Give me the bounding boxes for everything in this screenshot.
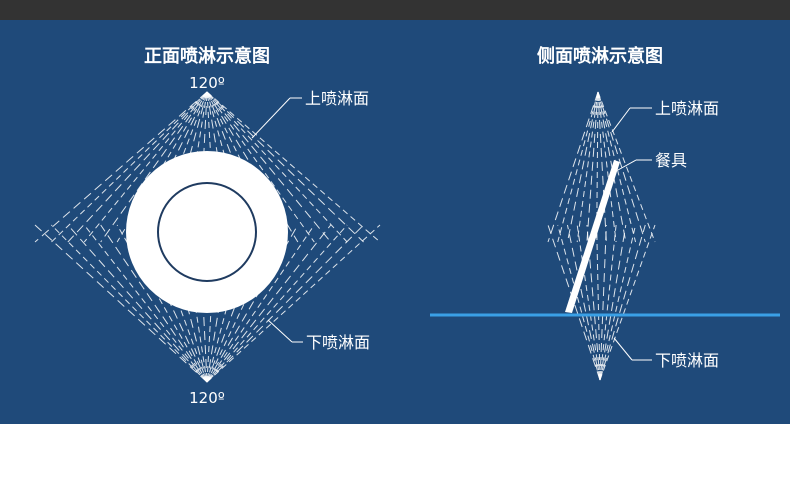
side-lower-spray-fan [547, 224, 656, 381]
spray-line [597, 91, 646, 243]
spray-line [597, 91, 607, 243]
front-lower-leader-line [267, 319, 293, 343]
spray-line [51, 91, 208, 243]
spray-line [586, 91, 599, 243]
spray-line [206, 91, 348, 243]
spray-line [206, 91, 332, 243]
front-upper-leader-line [251, 97, 291, 139]
spray-line [206, 91, 250, 243]
side-lower-leader-line [613, 337, 633, 361]
spray-line [599, 224, 646, 381]
front-bottom-angle-label: 120º [189, 389, 225, 407]
front-view: 正面喷淋示意图 120º 上喷淋面 下喷淋面 120º [34, 45, 381, 407]
diagram-panel: 正面喷淋示意图 120º 上喷淋面 下喷淋面 120º 侧面喷淋示意图 上喷淋面 [0, 20, 790, 424]
spray-line [547, 91, 599, 243]
spray-line [100, 224, 208, 383]
spray-line [599, 224, 656, 381]
spray-line [83, 91, 208, 243]
side-upper-spray-label: 上喷淋面 [655, 99, 719, 118]
tableware-leader-line [617, 159, 637, 171]
spray-line [67, 91, 208, 243]
spray-line [206, 224, 332, 383]
spray-line [599, 224, 627, 381]
spray-line [599, 224, 637, 381]
side-upper-leader-line [611, 107, 631, 133]
spray-line [34, 224, 208, 383]
side-view: 侧面喷淋示意图 上喷淋面 餐具 下喷淋面 [430, 45, 780, 381]
spray-line [557, 91, 599, 243]
spray-line [206, 224, 315, 383]
spray-line [596, 224, 601, 381]
spray-line [597, 91, 656, 243]
spray-line [51, 224, 208, 383]
spray-line [206, 91, 364, 243]
side-lower-spray-label: 下喷淋面 [655, 351, 719, 370]
front-top-angle-label: 120º [189, 74, 225, 92]
spray-line [206, 224, 381, 383]
spray-line [34, 91, 208, 243]
tableware-plate-edge [565, 160, 620, 313]
spray-line [83, 224, 208, 383]
spray-line [557, 224, 601, 381]
front-view-title: 正面喷淋示意图 [144, 45, 270, 67]
spray-line [597, 91, 617, 243]
top-dark-bar [0, 0, 790, 20]
side-upper-spray-fan [547, 91, 656, 243]
spray-line [597, 91, 637, 243]
plate-inner-ring [157, 182, 257, 282]
spray-line [566, 91, 599, 243]
spray-line [100, 91, 208, 243]
spray-line [206, 224, 364, 383]
spray-line [599, 224, 617, 381]
spray-line [576, 224, 601, 381]
spray-line [206, 91, 315, 243]
tableware-label: 餐具 [655, 151, 687, 170]
front-lower-spray-label: 下喷淋面 [306, 333, 370, 352]
spray-line [206, 91, 381, 243]
bottom-white-area [0, 424, 790, 502]
spray-line [206, 224, 348, 383]
spray-line [566, 224, 601, 381]
spray-line [599, 224, 607, 381]
side-view-title: 侧面喷淋示意图 [537, 45, 663, 67]
spray-line [576, 91, 599, 243]
spray-line [206, 224, 299, 383]
front-upper-spray-label: 上喷淋面 [305, 89, 369, 108]
spray-line [67, 224, 208, 383]
